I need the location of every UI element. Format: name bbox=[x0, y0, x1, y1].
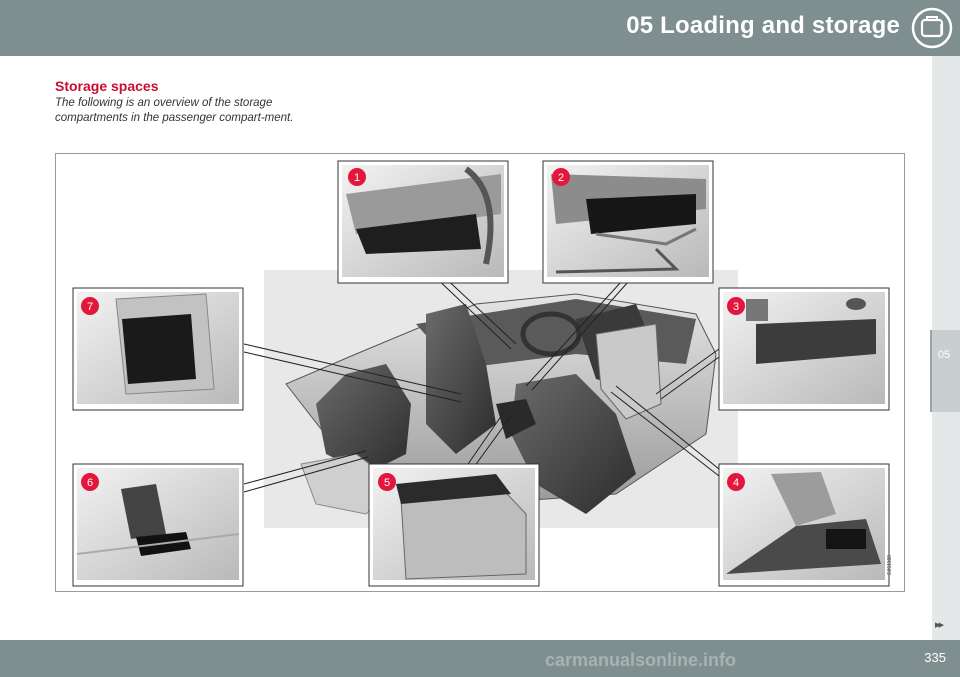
callout-6-label: 6 bbox=[87, 477, 93, 489]
chapter-title: 05 Loading and storage bbox=[626, 12, 900, 39]
figure-code: G051188 bbox=[887, 555, 893, 576]
callout-5: 5 bbox=[378, 473, 396, 491]
page-number: 335 bbox=[924, 650, 946, 665]
page-footer bbox=[0, 640, 960, 677]
callout-4: 4 bbox=[727, 473, 745, 491]
watermark: carmanualsonline.info bbox=[545, 650, 737, 670]
callout-2: 2 bbox=[552, 168, 570, 186]
callout-3: 3 bbox=[727, 297, 745, 315]
callout-4-label: 4 bbox=[733, 477, 739, 489]
callout-2-label: 2 bbox=[558, 172, 564, 184]
callout-7-label: 7 bbox=[87, 301, 93, 313]
inset-armrest bbox=[368, 463, 540, 587]
callout-6: 6 bbox=[81, 473, 99, 491]
page-header bbox=[0, 0, 960, 56]
section-title: Storage spaces bbox=[55, 78, 159, 94]
inset-rear-armrest bbox=[72, 463, 244, 587]
storage-overview-figure: 1 2 3 4 5 6 7 bbox=[55, 153, 905, 592]
chapter-tab[interactable] bbox=[930, 330, 960, 412]
chapter-tab-label: 05 bbox=[937, 349, 951, 361]
inset-seat-storage bbox=[542, 160, 714, 284]
inset-glovebox bbox=[718, 287, 890, 411]
callout-7: 7 bbox=[81, 297, 99, 315]
callout-1: 1 bbox=[348, 168, 366, 186]
inset-door-pocket bbox=[337, 160, 509, 284]
inset-seat-back-pocket bbox=[72, 287, 244, 411]
callout-3-label: 3 bbox=[733, 301, 739, 313]
callout-1-label: 1 bbox=[354, 172, 360, 184]
double-chevron-right-icon[interactable]: ▸▸ bbox=[934, 619, 944, 631]
intro-text: The following is an overview of the stor… bbox=[55, 97, 294, 124]
luggage-icon bbox=[904, 0, 960, 56]
inset-console-compartment bbox=[718, 463, 890, 587]
callout-5-label: 5 bbox=[384, 477, 390, 489]
